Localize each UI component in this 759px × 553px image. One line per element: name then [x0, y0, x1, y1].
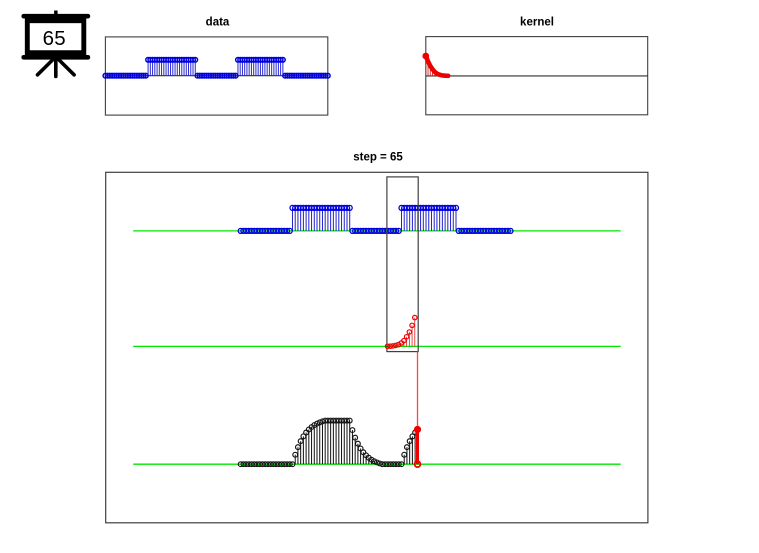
- svg-text:step = 65: step = 65: [353, 152, 403, 164]
- svg-text:65: 65: [43, 27, 66, 50]
- svg-text:kernel: kernel: [520, 17, 554, 29]
- svg-text:data: data: [206, 17, 230, 29]
